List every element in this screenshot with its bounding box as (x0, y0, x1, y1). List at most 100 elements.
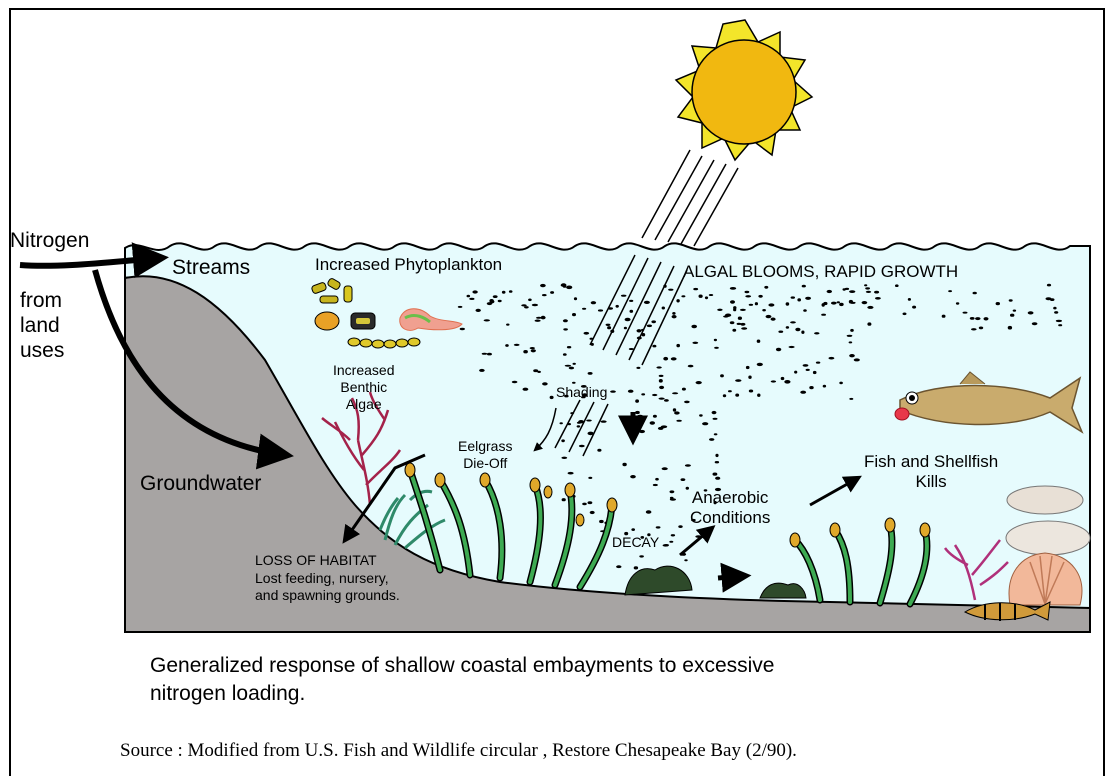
eelgrass-die-off-label: Eelgrass Die-Off (458, 438, 512, 472)
plankton-dot (541, 316, 546, 320)
plankton-dot (664, 544, 669, 546)
plankton-dot (781, 377, 785, 380)
plankton-dot (823, 385, 826, 388)
plankton-dot (590, 511, 595, 514)
plankton-dot (597, 449, 601, 452)
plankton-dot (458, 306, 463, 308)
algal-blooms-label: ALGAL BLOOMS, RAPID GROWTH (683, 262, 958, 282)
plankton-dot (678, 525, 682, 528)
plankton-dot (653, 484, 658, 486)
plankton-dot (843, 288, 846, 290)
plankton-dot (715, 461, 719, 463)
land-uses-label: from land uses (20, 288, 64, 364)
plankton-dot (970, 317, 975, 320)
plankton-dot (849, 354, 855, 357)
plankton-dot (521, 304, 527, 306)
plankton-dot (795, 328, 800, 331)
plankton-dot (730, 300, 735, 303)
plankton-dot (737, 323, 742, 325)
plankton-dot (570, 412, 574, 414)
plankton-dot (764, 286, 768, 289)
plankton-dot (606, 324, 611, 326)
plankton-dot (685, 464, 691, 466)
plankton-dot (705, 296, 708, 299)
plankton-dot (584, 332, 590, 335)
plankton-dot (803, 309, 807, 312)
plankton-dot (482, 353, 487, 355)
plankton-dot (586, 420, 592, 422)
plankton-dot (745, 291, 750, 293)
plankton-dot (542, 382, 548, 385)
plankton-dot (778, 331, 783, 333)
plankton-dot (569, 367, 574, 370)
plankton-dot (814, 332, 819, 334)
plankton-dot (562, 498, 566, 501)
plankton-dot (568, 472, 574, 475)
plankton-dot (607, 326, 611, 329)
plankton-dot (661, 425, 667, 428)
plankton-dot (816, 362, 820, 364)
plankton-dot (610, 330, 614, 333)
plankton-dot (903, 313, 907, 316)
plankton-dot (588, 501, 593, 504)
plankton-dot (621, 295, 627, 297)
plankton-dot (745, 295, 751, 297)
plankton-dot (561, 283, 567, 287)
plankton-dot (715, 454, 718, 457)
plankton-dot (758, 295, 762, 298)
plankton-dot (663, 285, 666, 288)
plankton-dot (467, 295, 471, 298)
plankton-dot (849, 290, 855, 293)
plankton-dot (738, 317, 742, 320)
plankton-dot (561, 457, 567, 459)
plankton-dot (714, 347, 719, 349)
plankton-dot (624, 327, 627, 330)
plankton-dot (757, 340, 761, 343)
plankton-dot (849, 341, 853, 343)
plankton-dot (631, 528, 635, 531)
plankton-dot (659, 375, 664, 377)
plankton-dot (850, 329, 854, 332)
plankton-dot (971, 328, 977, 330)
plankton-dot (653, 415, 657, 418)
plankton-dot (749, 304, 753, 306)
plankton-dot (590, 338, 594, 340)
plankton-dot (582, 308, 586, 310)
plankton-dot (802, 285, 806, 288)
plankton-dot (789, 346, 795, 348)
plankton-dot (528, 299, 532, 302)
plankton-dot (839, 382, 843, 385)
plankton-dot (479, 369, 485, 372)
plankton-dot (628, 390, 634, 393)
plankton-dot (713, 473, 718, 476)
plankton-dot (1053, 307, 1056, 310)
plankton-dot (681, 295, 685, 297)
plankton-dot (963, 312, 968, 314)
plankton-dot (854, 358, 860, 361)
plankton-dot (670, 490, 675, 493)
plankton-dot (735, 394, 739, 397)
plankton-dot (563, 328, 568, 330)
plankton-dot (717, 309, 722, 311)
plankton-dot (550, 291, 554, 294)
plankton-dot (684, 559, 687, 561)
plankton-dot (748, 376, 751, 379)
plankton-dot (672, 315, 677, 318)
plankton-dot (578, 420, 584, 423)
plankton-dot (874, 291, 879, 294)
plankton-dot (566, 286, 572, 290)
plankton-dot (829, 357, 835, 360)
plankton-dot (1046, 297, 1052, 300)
plankton-dot (676, 344, 680, 347)
plankton-dot (523, 350, 528, 353)
plankton-dot (651, 320, 656, 323)
plankton-dot (776, 348, 781, 351)
plankton-dot (741, 327, 747, 330)
plankton-dot (582, 503, 587, 506)
plankton-dot (709, 294, 713, 296)
plankton-dot (822, 303, 825, 307)
plankton-dot (895, 284, 899, 287)
plankton-dot (493, 295, 498, 298)
plankton-dot (635, 399, 639, 402)
plankton-dot (524, 306, 529, 308)
